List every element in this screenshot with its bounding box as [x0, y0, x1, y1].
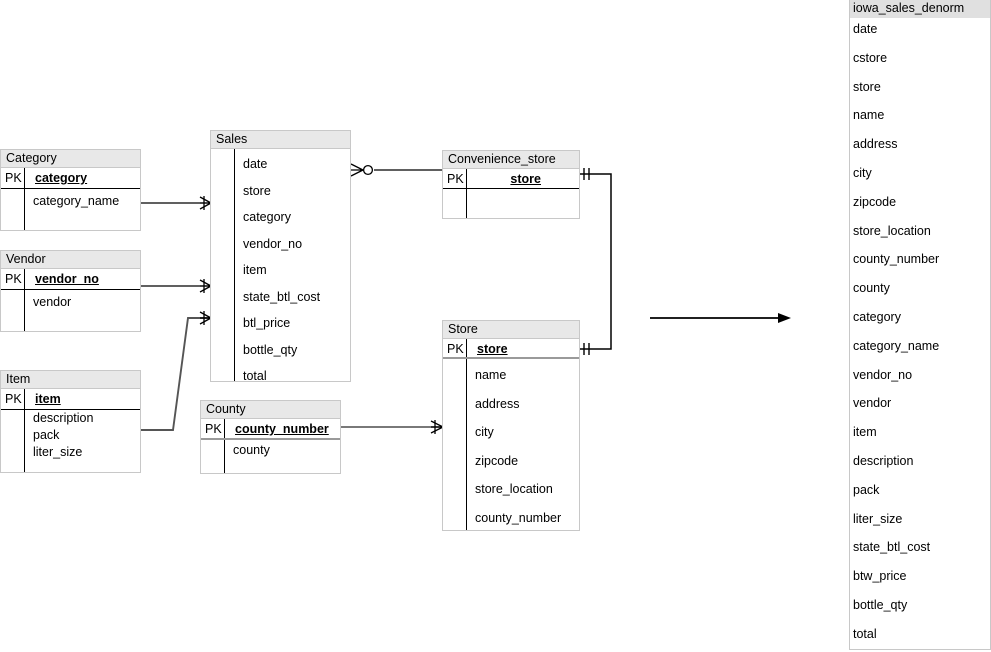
pk-field-name: store	[510, 172, 541, 186]
entity-category-pk-row: PK category	[1, 168, 140, 189]
denorm-column-item: state_btl_cost	[853, 540, 931, 555]
denorm-table-panel[interactable]: iowa_sales_denorm date cstore store name add…	[849, 0, 991, 650]
entity-store-body: PK store name address city zipcode store…	[443, 339, 579, 530]
transform-arrow-icon	[650, 313, 791, 323]
denorm-column-item: store	[853, 79, 881, 94]
entity-sales[interactable]: Sales date store category vendor_no item…	[210, 130, 351, 383]
pk-tag: PK	[5, 171, 22, 185]
denorm-column-item: date	[853, 22, 878, 36]
pk-tag: PK	[5, 392, 22, 406]
denorm-column-item: cstore	[853, 50, 888, 65]
entity-convenience-store-pk-row: PK store	[443, 169, 579, 189]
entity-vendor-pk-row: PK vendor_no	[1, 269, 140, 290]
entity-category[interactable]: Category PK category category_name	[0, 149, 141, 231]
attribute-row: store	[243, 183, 271, 198]
entity-convenience-store-body: PK store	[443, 169, 579, 218]
attribute-row: date	[243, 157, 268, 171]
pk-tag: PK	[447, 342, 464, 356]
attribute-row: vendor	[33, 295, 72, 309]
denorm-column-item: category	[853, 309, 901, 324]
entity-item-title: Item	[1, 371, 140, 389]
pk-tag: PK	[205, 422, 222, 436]
denorm-column-item: item	[853, 425, 877, 440]
entity-county-pk-row: PK county_number	[201, 419, 340, 440]
entity-store-attributes: name address city zipcode store_location…	[443, 359, 579, 534]
entity-category-attributes: category_name	[1, 189, 140, 215]
denorm-column-item: liter_size	[853, 511, 903, 526]
denorm-column-item: description	[853, 453, 914, 468]
denorm-column-item: bottle_qty	[853, 597, 908, 612]
entity-convenience-store[interactable]: Convenience_store PK store	[442, 150, 580, 219]
entity-county-body: PK county_number county	[201, 419, 340, 473]
entity-sales-attributes: date store category vendor_no item state…	[211, 149, 350, 391]
denorm-column-item: county	[853, 281, 890, 296]
attribute-row: liter_size	[33, 445, 83, 459]
entity-vendor[interactable]: Vendor PK vendor_no vendor	[0, 250, 141, 332]
relationship-item-sales	[141, 311, 212, 431]
relationship-category-sales	[141, 196, 212, 210]
pk-tag: PK	[5, 272, 22, 286]
pk-field-name: vendor_no	[35, 272, 99, 286]
denorm-column-item: vendor_no	[853, 367, 913, 382]
entity-county-attributes: county	[201, 440, 340, 460]
entity-vendor-title: Vendor	[1, 251, 140, 269]
entity-store[interactable]: Store PK store name address city zipcode…	[442, 320, 580, 531]
attribute-row: btl_price	[243, 316, 291, 330]
attribute-row: state_btl_cost	[243, 289, 321, 304]
relationship-convenience-store-store	[580, 168, 612, 355]
pk-field-name: item	[35, 392, 61, 406]
attribute-row: category	[243, 210, 291, 224]
denorm-column-item: vendor	[853, 396, 892, 411]
entity-vendor-body: PK vendor_no vendor	[1, 269, 140, 331]
entity-category-body: PK category category_name	[1, 168, 140, 230]
entity-convenience-store-title: Convenience_store	[443, 151, 579, 169]
denorm-column-item: pack	[853, 482, 880, 497]
denorm-column-item: zipcode	[853, 194, 897, 209]
attribute-row: pack	[33, 428, 60, 442]
denorm-column-item: store_location	[853, 223, 931, 238]
attribute-row: category_name	[33, 194, 120, 208]
pk-field-name: store	[477, 342, 508, 356]
attribute-row: store_location	[475, 482, 553, 496]
attribute-row: description	[33, 411, 94, 425]
entity-sales-title: Sales	[211, 131, 350, 149]
attribute-row: city	[475, 425, 494, 439]
pk-field-name: category	[35, 171, 88, 185]
entity-county-title: County	[201, 401, 340, 419]
attribute-row: county	[233, 443, 270, 457]
denorm-column-item: btw_price	[853, 569, 907, 584]
denorm-table-title: iowa_sales_denorm	[850, 0, 990, 18]
entity-store-pk-row: PK store	[443, 339, 579, 359]
attribute-row: vendor_no	[243, 236, 303, 251]
attribute-row: total	[243, 369, 267, 383]
entity-item[interactable]: Item PK item description pack liter_size	[0, 370, 141, 473]
entity-item-body: PK item description pack liter_size	[1, 389, 140, 472]
denorm-column-item: name	[853, 108, 885, 123]
denorm-column-item: county_number	[853, 252, 940, 267]
entity-item-attributes: description pack liter_size	[1, 410, 140, 461]
denorm-column-list: date cstore store name address city zipcode sto…	[850, 18, 990, 652]
attribute-row: county_number	[475, 510, 562, 525]
denorm-column-item: total	[853, 626, 877, 641]
relationship-county-store	[341, 420, 444, 434]
entity-sales-body: date store category vendor_no item state…	[211, 149, 350, 383]
entity-county[interactable]: County PK county_number county	[200, 400, 341, 474]
entity-category-title: Category	[1, 150, 140, 168]
attribute-row: address	[475, 396, 520, 411]
denorm-column-item: city	[853, 165, 872, 180]
relationship-vendor-sales	[141, 279, 212, 293]
denorm-column-item: address	[853, 137, 898, 152]
attribute-row: bottle_qty	[243, 342, 298, 357]
pk-tag: PK	[447, 172, 464, 186]
relationship-sales-convenience-store	[350, 163, 443, 177]
attribute-row: name	[475, 368, 507, 382]
entity-store-title: Store	[443, 321, 579, 339]
pk-field-name: county_number	[235, 422, 329, 436]
attribute-row: item	[243, 263, 267, 277]
entity-vendor-attributes: vendor	[1, 290, 140, 316]
entity-item-pk-row: PK item	[1, 389, 140, 410]
denorm-column-item: category_name	[853, 338, 940, 353]
attribute-row: zipcode	[475, 453, 519, 468]
